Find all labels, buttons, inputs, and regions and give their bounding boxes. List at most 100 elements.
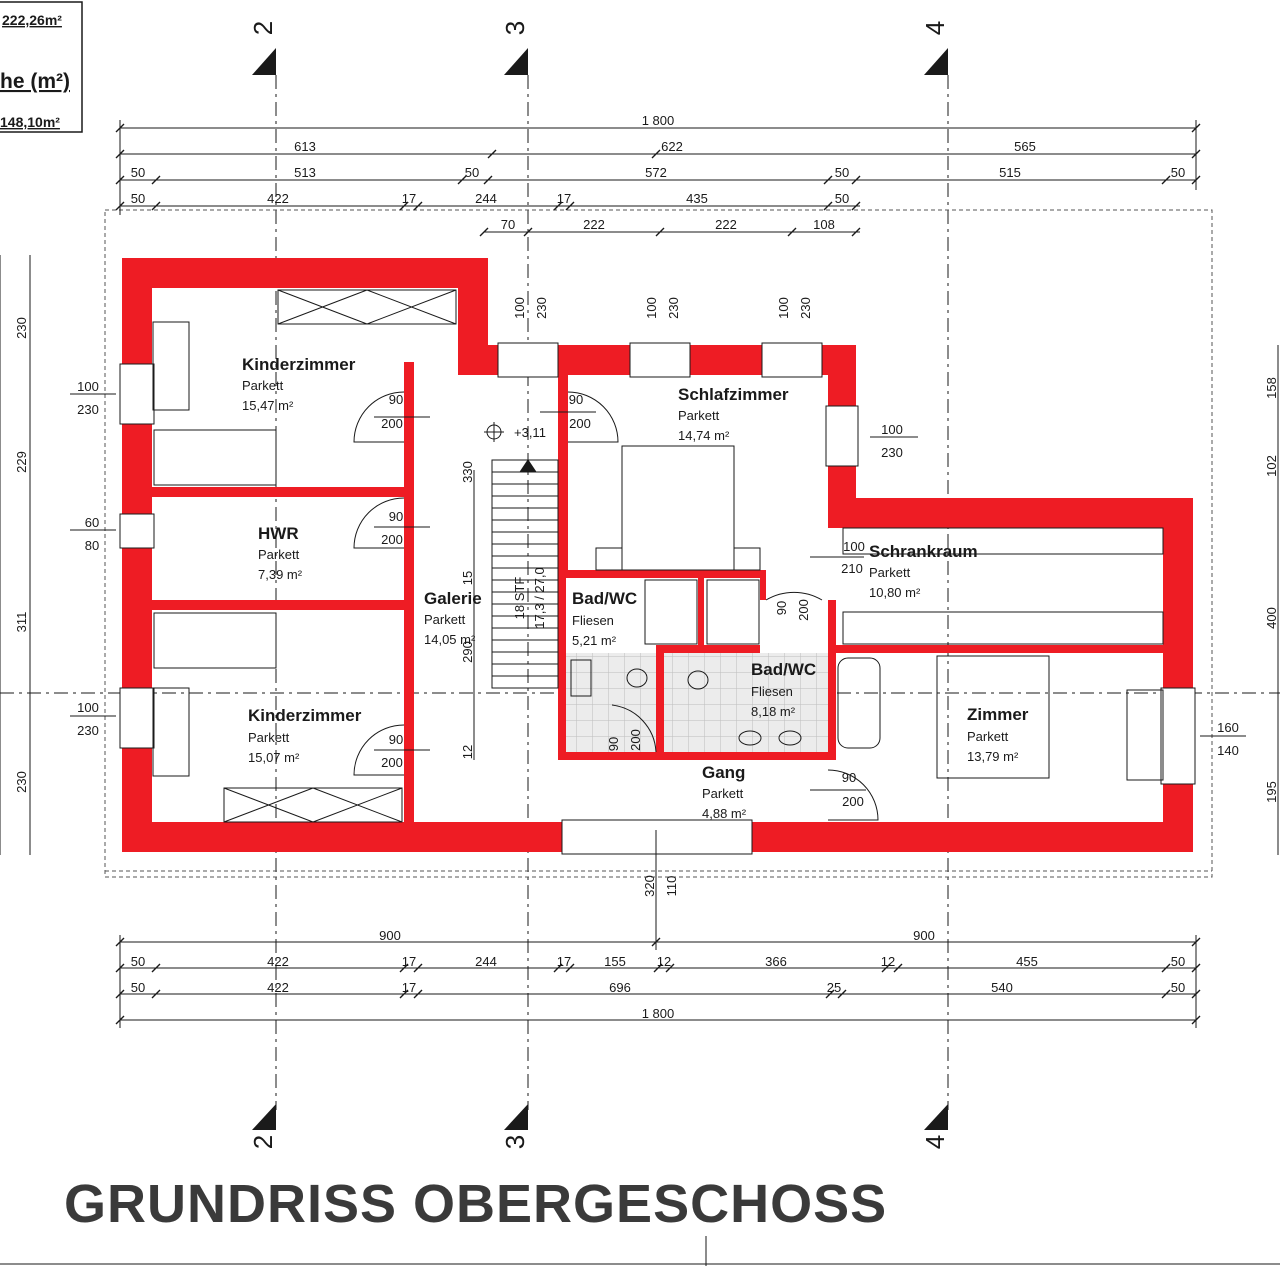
- opening-height: 80: [85, 538, 99, 553]
- dim-label: 195: [1264, 781, 1279, 803]
- opening-height: 230: [534, 297, 549, 319]
- legend-heading: he (m²): [0, 70, 70, 93]
- room-name: Schrankraum: [869, 542, 978, 561]
- door-height: 200: [628, 729, 643, 751]
- dimension-lines: [0, 120, 1280, 1266]
- dim-label: 366: [765, 954, 787, 969]
- dim-label: 50: [131, 191, 145, 206]
- door-labels: 90 200 90 200 90 200 90 200 90 200 90 20…: [374, 392, 866, 809]
- dim-label: 50: [1171, 165, 1185, 180]
- room-name: Kinderzimmer: [248, 706, 362, 725]
- dim-label: 330: [460, 461, 475, 483]
- axis-label-top: 3: [500, 21, 530, 35]
- room-floor: Fliesen: [572, 613, 614, 628]
- door-width: 90: [842, 770, 856, 785]
- door-width: 90: [389, 732, 403, 747]
- roof-outline: [104, 209, 1213, 878]
- dim-label: 613: [294, 139, 316, 154]
- room-galerie: Galerie Parkett 14,05 m²: [424, 589, 482, 647]
- dim-label: 17: [557, 954, 571, 969]
- room-name: Gang: [702, 763, 745, 782]
- axis-label-top: 2: [248, 21, 278, 35]
- room-hwr: HWR Parkett 7,39 m²: [258, 524, 303, 582]
- dim-label: 244: [475, 191, 497, 206]
- dim-label: 50: [835, 165, 849, 180]
- dims-bottom: 900 900 50 422 17 244 17 155 12 366 12 4…: [131, 928, 1185, 1021]
- level-mark: +3,11: [514, 425, 546, 440]
- room-floor: Parkett: [248, 730, 290, 745]
- room-floor: Fliesen: [751, 684, 793, 699]
- opening-height: 140: [1217, 743, 1239, 758]
- room-floor: Parkett: [967, 729, 1009, 744]
- dim-label: 50: [131, 165, 145, 180]
- dim-label: 155: [604, 954, 626, 969]
- door-height: 200: [381, 532, 403, 547]
- dim-label: 422: [267, 954, 289, 969]
- dim-label: 422: [267, 191, 289, 206]
- room-name: Galerie: [424, 589, 482, 608]
- dim-label: 50: [1171, 980, 1185, 995]
- dim-label: 50: [465, 165, 479, 180]
- dim-label: 230: [14, 771, 29, 793]
- dim-label: 244: [475, 954, 497, 969]
- opening-height: 230: [77, 402, 99, 417]
- dim-label: 17: [402, 954, 416, 969]
- door-height: 200: [569, 416, 591, 431]
- room-name: Zimmer: [967, 705, 1029, 724]
- dim-label: 50: [131, 980, 145, 995]
- dim-label: 17: [402, 191, 416, 206]
- opening-width: 60: [85, 515, 99, 530]
- room-bad-wc-2: Bad/WC Fliesen 8,18 m²: [751, 660, 816, 719]
- dim-label: 12: [657, 954, 671, 969]
- room-name: Bad/WC: [751, 660, 816, 679]
- dim-label: 108: [813, 217, 835, 232]
- dim-label: 422: [267, 980, 289, 995]
- door-height: 200: [842, 794, 864, 809]
- room-area: 8,18 m²: [751, 704, 796, 719]
- stair-labels: +3,11 330 15 290 12 18 STF 17,3 / 27,0: [460, 425, 547, 759]
- door-height: 200: [381, 416, 403, 431]
- room-name: Bad/WC: [572, 589, 637, 608]
- dim-label: 50: [1171, 954, 1185, 969]
- door-width: 90: [774, 601, 789, 615]
- opening-width: 100: [881, 422, 903, 437]
- room-schrankraum: Schrankraum Parkett 10,80 m²: [869, 542, 978, 600]
- door-swings: [353, 391, 879, 821]
- dim-label: 900: [379, 928, 401, 943]
- dim-label: 230: [14, 317, 29, 339]
- opening-height: 110: [664, 876, 679, 897]
- dim-label: 311: [14, 612, 29, 633]
- room-kinderzimmer-2: Kinderzimmer Parkett 15,07 m²: [248, 706, 362, 765]
- dim-label: 513: [294, 165, 316, 180]
- room-area: 15,47 m²: [242, 398, 294, 413]
- opening-height: 210: [841, 561, 863, 576]
- dim-label: 572: [645, 165, 667, 180]
- opening-width: 160: [1217, 720, 1239, 735]
- room-area: 13,79 m²: [967, 749, 1019, 764]
- room-area: 7,39 m²: [258, 567, 303, 582]
- opening-labels: 100 230 60 80 100 230 100 230 160 140 10…: [70, 297, 1246, 897]
- grid-axis-markers: 2 3 4 2 3 4: [248, 21, 950, 1149]
- dim-label: 400: [1264, 607, 1279, 629]
- dim-label: 12: [881, 954, 895, 969]
- opening-width: 100: [512, 297, 527, 319]
- room-floor: Parkett: [678, 408, 720, 423]
- dim-label: 455: [1016, 954, 1038, 969]
- door-width: 90: [606, 737, 621, 751]
- opening-width: 100: [644, 297, 659, 319]
- door-height: 200: [796, 599, 811, 621]
- door-width: 90: [389, 392, 403, 407]
- windows: [119, 342, 1196, 855]
- dims-side: 230 229 311 230 158 102 400 195: [14, 317, 1279, 803]
- stair-ratio: 17,3 / 27,0: [532, 567, 547, 628]
- dim-label: 12: [460, 745, 475, 759]
- room-name: HWR: [258, 524, 299, 543]
- axis-label-bottom: 4: [920, 1135, 950, 1149]
- room-labels: Kinderzimmer Parkett 15,47 m² HWR Parket…: [242, 355, 1029, 821]
- dim-label: 435: [686, 191, 708, 206]
- dim-label: 540: [991, 980, 1013, 995]
- room-area: 4,88 m²: [702, 806, 747, 821]
- axis-label-bottom: 2: [248, 1135, 278, 1149]
- room-area: 14,74 m²: [678, 428, 730, 443]
